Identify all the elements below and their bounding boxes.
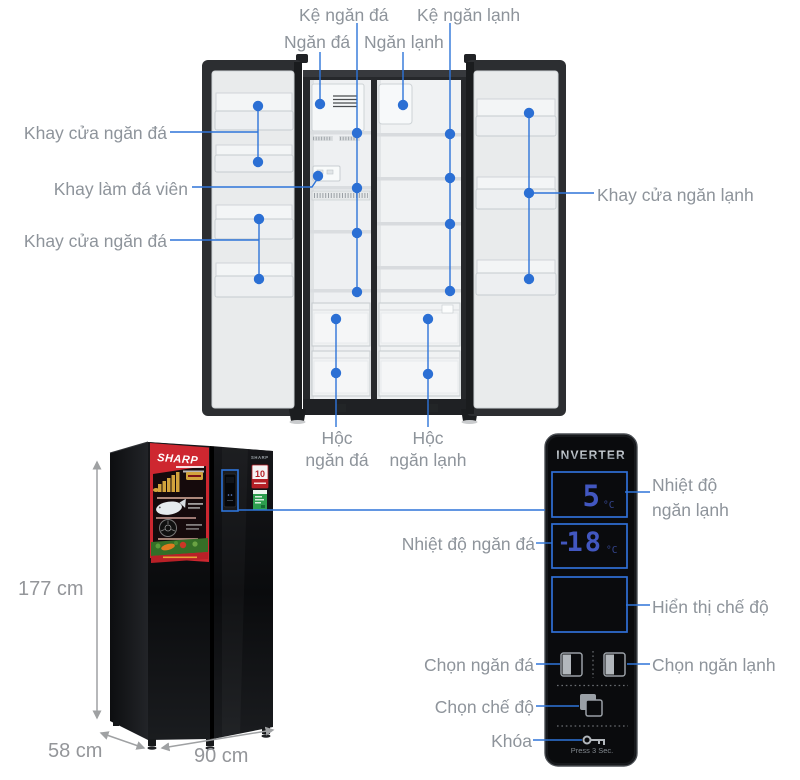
promo-sticker: SHARP bbox=[150, 443, 209, 563]
depth-arrow bbox=[99, 731, 146, 750]
label-ngan-da: Ngăn đá bbox=[284, 32, 351, 52]
fish-graphic bbox=[156, 498, 186, 515]
control-panel-illustration: INVERTER 5 °C - 18 °C bbox=[544, 433, 638, 767]
fridge-shelf bbox=[377, 222, 461, 226]
label-hoc-ngan-da-line1: Hộc bbox=[321, 428, 353, 448]
mode-overlap-squares-icon[interactable] bbox=[580, 694, 603, 717]
label-nhiet-do-ngan-lanh-line2: ngăn lạnh bbox=[652, 500, 729, 520]
dimension-height: 177 cm bbox=[18, 578, 84, 600]
door-control-panel bbox=[223, 473, 237, 508]
label-ngan-lanh: Ngăn lạnh bbox=[364, 32, 444, 52]
freezer-door-open bbox=[202, 60, 302, 416]
freezer-drawers bbox=[311, 302, 371, 397]
freezer-shelf bbox=[310, 186, 371, 190]
label-nhiet-do-ngan-lanh: Nhiệt độ ngăn lạnh bbox=[652, 473, 729, 523]
label-hoc-ngan-da: Hộc ngăn đá bbox=[277, 427, 397, 471]
label-khoa: Khóa bbox=[491, 731, 532, 751]
label-hoc-ngan-lanh: Hộc ngăn lạnh bbox=[368, 427, 488, 471]
fridge-door-icon[interactable] bbox=[603, 652, 626, 677]
freezer-shelf bbox=[310, 131, 371, 135]
label-khay-lam-da-vien: Khay làm đá viên bbox=[53, 179, 188, 199]
freezer-shelf bbox=[310, 289, 371, 293]
energy-label bbox=[253, 490, 267, 510]
dimension-arrows bbox=[92, 460, 275, 752]
label-ke-ngan-da: Kệ ngăn đá bbox=[299, 5, 389, 25]
key-icon[interactable] bbox=[582, 735, 606, 746]
fridge-drawers bbox=[378, 302, 461, 397]
fridge-compartment bbox=[377, 83, 461, 397]
label-nhiet-do-ngan-da: Nhiệt độ ngăn đá bbox=[401, 534, 535, 554]
label-chon-ngan-lanh: Chọn ngăn lạnh bbox=[652, 655, 776, 675]
fridge-door-bins bbox=[475, 98, 557, 296]
label-hoc-ngan-lanh-line1: Hộc bbox=[412, 428, 444, 448]
freezer-temp-display-box bbox=[551, 523, 628, 569]
door-panel-highlight-box bbox=[221, 469, 239, 512]
fan-graphic bbox=[159, 519, 177, 537]
freezer-temp-sign: - bbox=[558, 530, 570, 554]
vegetables-strip bbox=[151, 538, 208, 556]
sticker-brand-logo: SHARP bbox=[157, 452, 199, 467]
press-hint-text: Press 3 Sec. bbox=[571, 746, 614, 755]
dimension-depth: 58 cm bbox=[48, 740, 103, 762]
dimension-width: 90 cm bbox=[194, 745, 249, 767]
warranty-badge: 10 bbox=[251, 464, 269, 489]
label-chon-ngan-da: Chọn ngăn đá bbox=[424, 655, 534, 675]
door-brand-logo: SHARP bbox=[251, 455, 269, 460]
freezer-compartment bbox=[310, 83, 371, 397]
fridge-shelf bbox=[377, 177, 461, 181]
freezer-door-bins bbox=[214, 92, 294, 298]
label-ke-ngan-lanh: Kệ ngăn lạnh bbox=[417, 5, 521, 25]
fridge-shelf bbox=[377, 133, 461, 137]
temperature-readouts: 5 °C - 18 °C bbox=[558, 479, 617, 558]
fridge-door-open bbox=[466, 60, 566, 416]
svg-text:10: 10 bbox=[255, 469, 265, 479]
label-chon-che-do: Chọn chế độ bbox=[434, 697, 534, 717]
fridge-shelf bbox=[377, 289, 461, 293]
freezer-shelf bbox=[310, 230, 371, 234]
label-khay-cua-ngan-da-1: Khay cửa ngăn đá bbox=[23, 123, 167, 143]
label-hien-thi-che-do: Hiển thị chế độ bbox=[652, 597, 769, 617]
freezer-temp-value: 18 bbox=[566, 527, 603, 558]
label-hoc-ngan-lanh-line2: ngăn lạnh bbox=[389, 450, 467, 470]
fridge-shelf bbox=[377, 266, 461, 270]
width-arrow bbox=[160, 726, 275, 752]
label-khay-cua-ngan-da-2: Khay cửa ngăn đá bbox=[23, 231, 167, 251]
fridge-temp-display-box bbox=[551, 471, 628, 518]
freezer-vent-grille bbox=[333, 95, 357, 108]
callout-dots bbox=[252, 98, 535, 380]
gold-bars-graphic bbox=[153, 472, 180, 492]
label-nhiet-do-ngan-lanh-line1: Nhiệt độ bbox=[652, 475, 718, 495]
inverter-logo: INVERTER bbox=[556, 448, 625, 462]
label-khay-cua-ngan-lanh: Khay cửa ngăn lạnh bbox=[597, 185, 754, 205]
fridge-temp-unit: °C bbox=[603, 500, 614, 511]
closed-fridge-illustration: SHARP bbox=[109, 441, 273, 750]
fridge-temp-value: 5 bbox=[583, 479, 600, 513]
label-hoc-ngan-da-line2: ngăn đá bbox=[305, 450, 369, 470]
freezer-temp-unit: °C bbox=[606, 545, 617, 556]
freezer-door-icon[interactable] bbox=[560, 652, 583, 677]
